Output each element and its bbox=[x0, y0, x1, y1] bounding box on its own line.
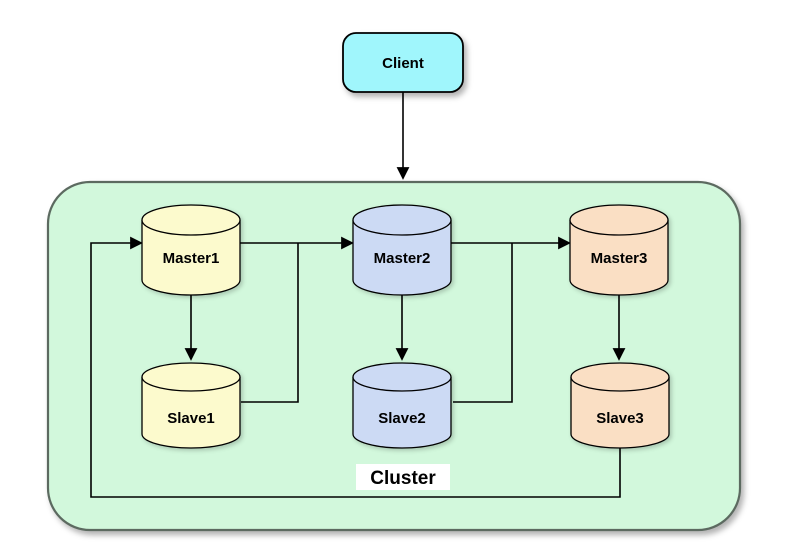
cylinder-body bbox=[352, 377, 452, 449]
cylinder-body bbox=[570, 377, 670, 449]
client-box bbox=[342, 32, 464, 93]
cylinder-top bbox=[141, 204, 241, 236]
cylinder-top bbox=[570, 362, 670, 392]
node-label-master2: Master2 bbox=[374, 250, 431, 267]
cylinder-top bbox=[141, 362, 241, 392]
node-label-master3: Master3 bbox=[591, 250, 648, 267]
cylinder-body bbox=[569, 220, 669, 296]
edge-slave1-to-master2 bbox=[241, 243, 299, 403]
node-master3: Master3 bbox=[569, 204, 669, 296]
edge-slave2-to-master3 bbox=[453, 243, 513, 403]
node-label-master1: Master1 bbox=[163, 250, 220, 267]
node-master2: Master2 bbox=[352, 204, 452, 296]
cylinder-body bbox=[141, 220, 241, 296]
node-slave2: Slave2 bbox=[352, 362, 452, 449]
node-client: Client bbox=[342, 32, 464, 93]
node-label-slave3: Slave3 bbox=[596, 410, 644, 427]
edge-slave3-to-master1 bbox=[90, 236, 621, 498]
edges bbox=[90, 92, 626, 498]
cylinder-top bbox=[352, 362, 452, 392]
node-label-slave2: Slave2 bbox=[378, 410, 426, 427]
cylinder-body bbox=[352, 220, 452, 296]
cluster-label-group: Cluster bbox=[356, 464, 450, 490]
node-label-client: Client bbox=[382, 55, 424, 72]
cylinder-top bbox=[352, 204, 452, 236]
node-slave1: Slave1 bbox=[141, 362, 241, 449]
node-master1: Master1 bbox=[141, 204, 241, 296]
cluster-label-background bbox=[356, 464, 450, 490]
node-label-slave1: Slave1 bbox=[167, 410, 215, 427]
cluster-label: Cluster bbox=[370, 468, 436, 489]
cylinder-body bbox=[141, 377, 241, 449]
cylinder-top bbox=[569, 204, 669, 236]
node-slave3: Slave3 bbox=[570, 362, 670, 449]
